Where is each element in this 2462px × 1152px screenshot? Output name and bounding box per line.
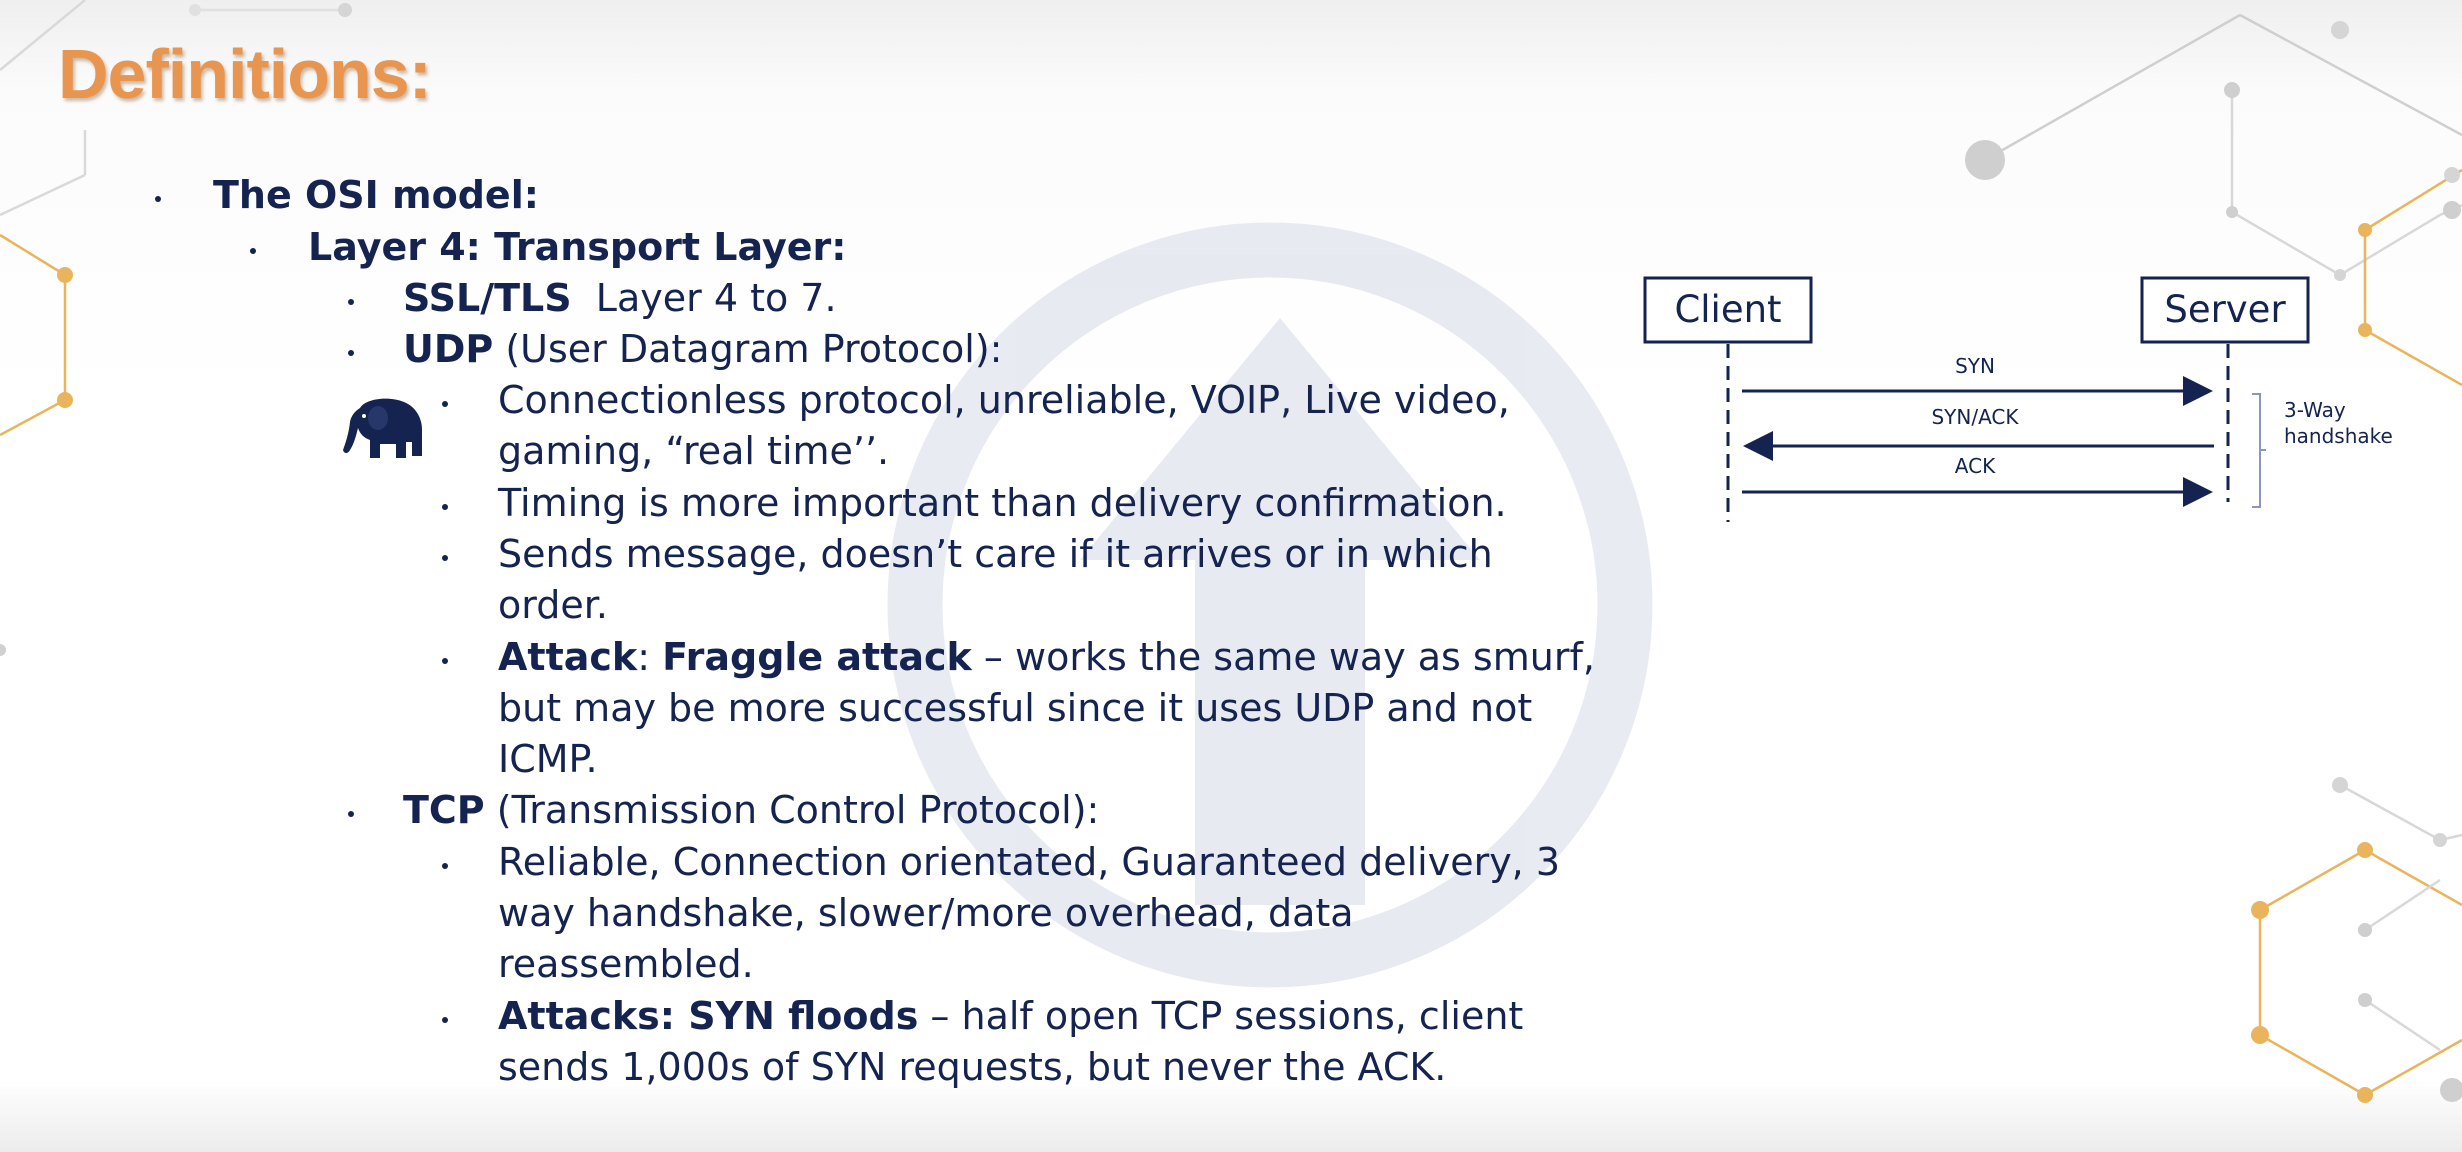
slide-title: Definitions: [58, 35, 432, 113]
client-box: Client [1643, 276, 1813, 344]
bullet-dot [155, 196, 161, 202]
udp-point-timing: Timing is more important than delivery c… [498, 481, 1507, 525]
bullet-list: The OSI model: Layer 4: Transport Layer:… [155, 173, 1595, 1089]
left-network-decoration [0, 0, 352, 656]
ack-label: ACK [1955, 454, 1996, 478]
udp-point-attack-cont: but may be more successful since it uses… [498, 686, 1533, 730]
bullet-dot [442, 555, 448, 561]
watermark-logo [887, 222, 1653, 988]
bullet-dot [442, 401, 448, 407]
tcp-point-attacks-cont: sends 1,000s of SYN requests, but never … [498, 1045, 1447, 1089]
bullet-layer4: Layer 4: Transport Layer: [308, 225, 847, 269]
tcp-point-reliable-cont2: reassembled. [498, 942, 754, 986]
udp-point-sends: Sends message, doesn’t care if it arrive… [498, 532, 1493, 576]
tcp-point-attacks: Attacks: SYN floods – half open TCP sess… [498, 994, 1524, 1038]
udp-point-attack: Attack: Fraggle attack – works the same … [498, 635, 1595, 679]
bullet-dot [442, 658, 448, 664]
udp-point-connectionless: Connectionless protocol, unreliable, VOI… [498, 378, 1510, 422]
udp-point-sends-cont: order. [498, 583, 608, 627]
bullet-dot [442, 1017, 448, 1023]
tcp-point-reliable-cont: way handshake, slower/more overhead, dat… [498, 891, 1354, 935]
bullet-dot [250, 248, 256, 254]
bullet-udp: UDP (User Datagram Protocol): [403, 327, 1003, 371]
bullet-dot [348, 299, 354, 305]
client-label: Client [1674, 288, 1781, 331]
handshake-label-line1: 3-Way [2284, 398, 2346, 422]
handshake-label-line2: handshake [2284, 424, 2393, 448]
server-label: Server [2164, 288, 2286, 331]
tcp-handshake-diagram: Client Server SYN SYN/ACK ACK 3-Way hand… [1643, 276, 2393, 522]
handshake-bracket [2252, 393, 2261, 508]
bullet-dot [442, 863, 448, 869]
udp-point-attack-cont2: ICMP. [498, 737, 598, 781]
server-box: Server [2140, 276, 2310, 344]
udp-point-connectionless-cont: gaming, “real time’’. [498, 429, 890, 473]
synack-label: SYN/ACK [1931, 405, 2019, 429]
bullet-ssl-tls: SSL/TLS Layer 4 to 7. [403, 276, 837, 320]
bullet-dot [348, 811, 354, 817]
right-network-decoration [1965, 13, 2462, 1103]
bullet-tcp: TCP (Transmission Control Protocol): [403, 788, 1100, 832]
bullet-dot [348, 350, 354, 356]
tcp-point-reliable: Reliable, Connection orientated, Guarant… [498, 840, 1561, 884]
bullet-dot [442, 504, 448, 510]
syn-label: SYN [1955, 354, 1995, 378]
elephant-icon [343, 398, 422, 458]
bullet-osi-model: The OSI model: [213, 173, 539, 217]
